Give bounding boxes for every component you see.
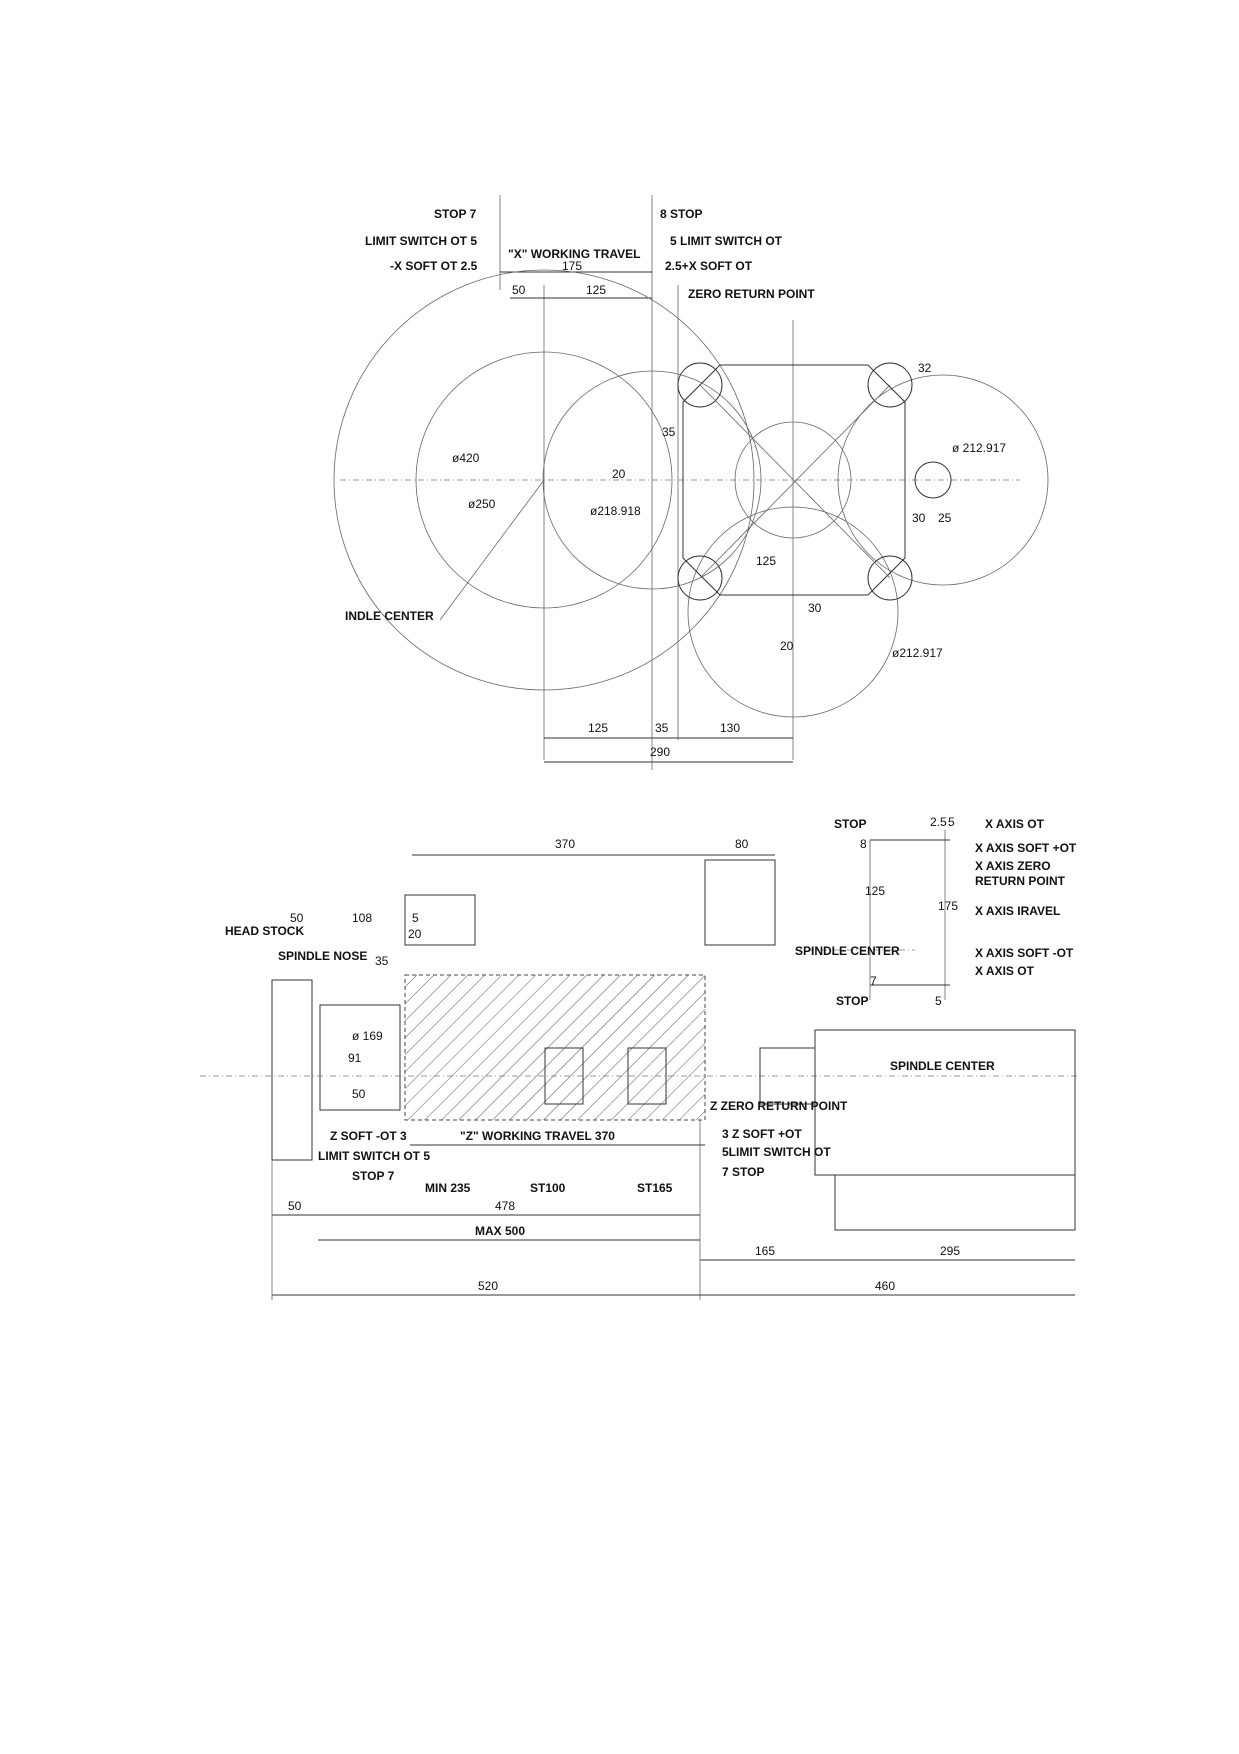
label: 125	[865, 884, 885, 898]
label: 32	[918, 361, 932, 375]
label: 5LIMIT SWITCH OT	[722, 1145, 831, 1159]
label: ø218.918	[590, 504, 641, 518]
label: ø 212.917	[952, 441, 1006, 455]
label: 91	[348, 1051, 362, 1065]
label: 35	[375, 954, 389, 968]
label: 175	[562, 259, 582, 273]
label: 3 Z SOFT +OT	[722, 1127, 802, 1141]
label: 8	[860, 837, 867, 851]
tool-pocket	[677, 555, 723, 601]
label: 125	[586, 283, 606, 297]
label: 2.5	[930, 815, 947, 829]
label: 50	[288, 1199, 302, 1213]
label: 20	[612, 467, 626, 481]
label: LIMIT SWITCH OT 5	[365, 234, 477, 248]
label: MAX 500	[475, 1224, 525, 1238]
tailstock-base	[834, 1174, 1076, 1231]
label: 35	[655, 721, 669, 735]
label: 5	[412, 911, 419, 925]
spindle-nose	[271, 979, 313, 1161]
label: 20	[780, 639, 794, 653]
label: 5 LIMIT SWITCH OT	[670, 234, 783, 248]
label: 7 STOP	[722, 1165, 764, 1179]
label: "X" WORKING TRAVEL	[508, 247, 641, 261]
label: -X SOFT OT 2.5	[390, 259, 478, 273]
label: STOP 7	[434, 207, 477, 221]
label: 30	[912, 511, 926, 525]
label: RETURN POINT	[975, 874, 1066, 888]
label: ST165	[637, 1181, 673, 1195]
tailstock-quill	[759, 1047, 816, 1105]
label: X AXIS OT	[975, 964, 1035, 978]
label: ST100	[530, 1181, 566, 1195]
label: 108	[352, 911, 372, 925]
tool-pocket	[867, 362, 913, 408]
label: SPINDLE CENTER	[890, 1059, 995, 1073]
label: X AXIS ZERO	[975, 859, 1051, 873]
circle-420	[333, 269, 755, 691]
tool-pocket	[914, 461, 952, 499]
label: ø 169	[352, 1029, 383, 1043]
label: 50	[290, 911, 304, 925]
label: ZERO RETURN POINT	[688, 287, 815, 301]
label: 290	[650, 745, 670, 759]
label: 35	[662, 425, 676, 439]
label: 125	[756, 554, 776, 568]
circle-212-bottom	[687, 506, 899, 718]
label: 520	[478, 1279, 498, 1293]
turret-head	[704, 859, 776, 946]
label: 165	[755, 1244, 775, 1258]
tailstock-body	[814, 1029, 1076, 1176]
label: 5	[935, 994, 942, 1008]
label: STOP 7	[352, 1169, 395, 1183]
label: "Z" WORKING TRAVEL 370	[460, 1129, 615, 1143]
label: 80	[735, 837, 749, 851]
tool-pocket	[867, 555, 913, 601]
label: MIN 235	[425, 1181, 471, 1195]
label: 25	[938, 511, 952, 525]
label: X AXIS SOFT +OT	[975, 841, 1077, 855]
side-view: 370 80 HEAD STOCK 50 108 5 20 35 SPINDLE…	[200, 837, 1080, 1300]
label: SPINDLE NOSE	[278, 949, 367, 963]
label: 2.5+X SOFT OT	[665, 259, 753, 273]
x-axis-detail: STOP 8 2.5 5 X AXIS OT X AXIS SOFT +OT X…	[795, 815, 1077, 1008]
label: 125	[588, 721, 608, 735]
label: 175	[938, 899, 958, 913]
label: 20	[408, 927, 422, 941]
label: 30	[808, 601, 822, 615]
label: X AXIS SOFT -OT	[975, 946, 1074, 960]
label: HEAD STOCK	[225, 924, 304, 938]
label: X AXIS IRAVEL	[975, 904, 1060, 918]
label: 460	[875, 1279, 895, 1293]
label: 7	[870, 974, 877, 988]
turret-body	[682, 364, 906, 596]
label: Z ZERO RETURN POINT	[710, 1099, 848, 1113]
label: SPINDLE CENTER	[795, 944, 900, 958]
chuck	[319, 1004, 401, 1111]
label: ø250	[468, 497, 496, 511]
label: ø420	[452, 451, 480, 465]
label: LIMIT SWITCH OT 5	[318, 1149, 430, 1163]
tool-pocket	[677, 362, 723, 408]
circle-250	[415, 351, 673, 609]
label: 50	[352, 1087, 366, 1101]
label: STOP	[836, 994, 868, 1008]
tool-holder	[404, 894, 476, 946]
label: 295	[940, 1244, 960, 1258]
workpiece	[627, 1047, 667, 1105]
label: 370	[555, 837, 575, 851]
label: STOP	[834, 817, 866, 831]
label: 8 STOP	[660, 207, 702, 221]
label: Z SOFT -OT 3	[330, 1129, 407, 1143]
label: 478	[495, 1199, 515, 1213]
turret-top-view: STOP 7 8 STOP LIMIT SWITCH OT 5 5 LIMIT …	[333, 195, 1049, 770]
label: 5	[948, 815, 955, 829]
label: 130	[720, 721, 740, 735]
label: ø212.917	[892, 646, 943, 660]
label: 50	[512, 283, 526, 297]
label: INDLE CENTER	[345, 609, 434, 623]
label: X AXIS OT	[985, 817, 1045, 831]
